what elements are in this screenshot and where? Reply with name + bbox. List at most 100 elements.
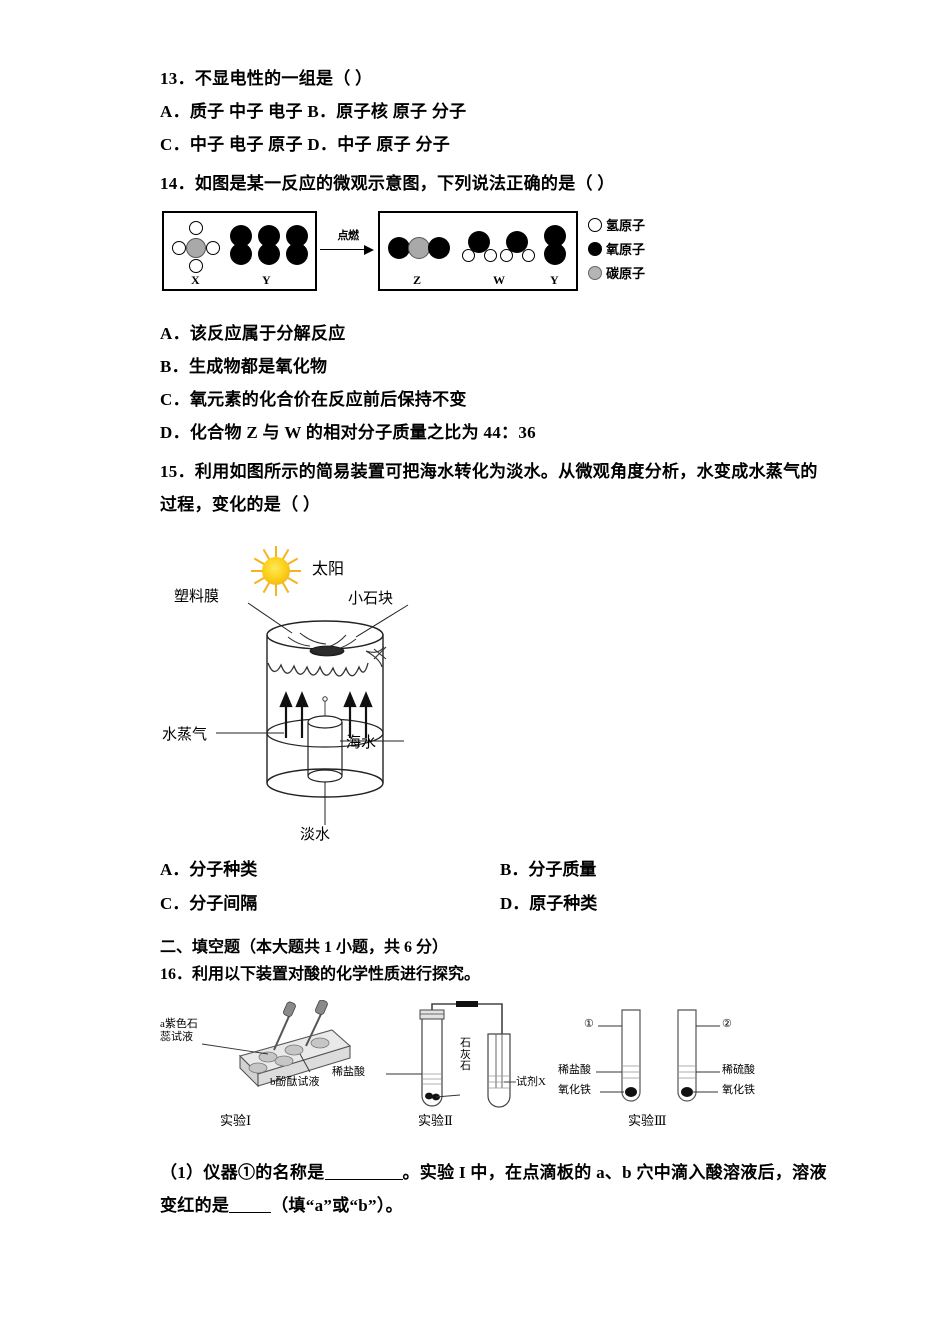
experiment-3-label-left-acid: 稀盐酸 — [558, 1064, 591, 1077]
experiment-1-caption: 实验Ⅰ — [220, 1113, 252, 1129]
oxygen-atom — [468, 230, 490, 253]
reaction-condition-label: 点燃 — [337, 229, 360, 242]
answer-blank-instrument-name[interactable] — [324, 1179, 403, 1181]
hydrogen-atom — [484, 248, 497, 262]
molecule-label-x: X — [191, 272, 200, 287]
sun-core — [262, 557, 290, 586]
question-14-option-d: D．化合物 Z 与 W 的相对分子质量之比为 44：36 — [160, 422, 536, 442]
question-15-option-c: C．分子间隔 — [160, 893, 258, 913]
experiment-1-label-b: b酚酞试液 — [270, 1076, 320, 1089]
label-sun: 太阳 — [312, 561, 345, 579]
experiment-3-label-left-solid: 氧化铁 — [558, 1084, 591, 1097]
question-15-stem-line-1: 15．利用如图所示的简易装置可把海水转化为淡水。从微观角度分析，水变成水蒸气的 — [160, 462, 818, 482]
hydrogen-atom-icon — [588, 217, 602, 232]
experiment-2-drawing — [386, 1001, 516, 1108]
products-box: Z W Y — [378, 210, 578, 291]
reaction-arrow: 点燃 — [320, 227, 376, 255]
molecule-label-y-left: Y — [262, 272, 271, 287]
oxygen-atom — [506, 230, 528, 253]
question-16-stem: 16．利用以下装置对酸的化学性质进行探究。 — [160, 965, 481, 983]
molecule-label-y-right: Y — [550, 272, 559, 287]
experiment-3-label-right-acid: 稀硫酸 — [722, 1064, 755, 1077]
legend-label-oxygen: 氧原子 — [606, 242, 646, 258]
reactants-box: X Y — [162, 210, 317, 291]
hydrogen-atom — [189, 220, 203, 235]
carbon-atom — [408, 236, 430, 259]
question-15-option-d: D．原子种类 — [500, 893, 598, 913]
arrow-glyph-icon — [320, 244, 376, 255]
oxygen-atom — [286, 242, 308, 265]
section-2-heading: 二、填空题（本大题共 1 小题，共 6 分） — [160, 938, 449, 956]
experiment-2-label-acid: 稀盐酸 — [332, 1066, 365, 1079]
sub-1-text-b: 。实验 I 中，在点滴板的 a、b 穴中滴入酸溶液后，溶液 — [402, 1163, 827, 1183]
legend-label-carbon: 碳原子 — [606, 266, 646, 282]
sub-1-text-c: 变红的是 — [160, 1196, 230, 1216]
question-14-figure: X Y 点燃 Z — [160, 209, 820, 299]
label-fresh-water: 淡水 — [300, 827, 331, 844]
oxygen-atom — [544, 224, 566, 247]
experiment-2-label-limestone: 石 灰 石 — [460, 1037, 471, 1073]
question-16-sub-1-line-1: （1）仪器①的名称是 。实验 I 中，在点滴板的 a、b 穴中滴入酸溶液后，溶液 — [160, 1156, 826, 1189]
label-a-line1: a紫色石 — [160, 1018, 198, 1031]
question-16-figure: a紫色石 蕊试液 b酚酞试液 实验Ⅰ — [160, 998, 820, 1138]
label-small-stone: 小石块 — [348, 591, 394, 608]
question-14-stem: 14．如图是某一反应的微观示意图，下列说法正确的是（ ） — [160, 174, 615, 194]
question-15-option-a: A．分子种类 — [160, 860, 258, 880]
oxygen-atom — [286, 224, 308, 247]
molecule-label-z: Z — [413, 272, 422, 287]
question-14-option-b: B．生成物都是氧化物 — [160, 356, 328, 376]
oxygen-atom — [258, 242, 280, 265]
question-15-stem-line-2: 过程，变化的是（ ） — [160, 495, 321, 515]
hydrogen-atom — [462, 248, 475, 262]
carbon-atom — [186, 237, 206, 258]
molecule-label-w: W — [493, 272, 505, 287]
question-15-option-b: B．分子质量 — [500, 860, 597, 880]
legend-label-hydrogen: 氢原子 — [606, 218, 646, 234]
oxygen-atom — [428, 236, 450, 259]
question-13-options-row-2: C．中子 电子 原子 D．中子 原子 分子 — [160, 135, 451, 155]
label-a-line2: 蕊试液 — [160, 1030, 193, 1043]
hydrogen-atom — [172, 240, 186, 255]
carbon-atom-icon — [588, 265, 602, 280]
question-14-option-c: C．氧元素的化合价在反应前后保持不变 — [160, 389, 467, 409]
oxygen-atom — [258, 224, 280, 247]
experiment-3-label-right-solid: 氧化铁 — [722, 1084, 755, 1097]
experiment-2-caption: 实验Ⅱ — [418, 1113, 453, 1129]
limestone-char-2: 灰 — [460, 1048, 471, 1061]
hydrogen-atom — [522, 248, 535, 262]
question-15-figure: 太阳 — [160, 537, 820, 847]
experiment-1-label-a: a紫色石 蕊试液 — [160, 1018, 198, 1043]
question-13-stem: 13．不显电性的一组是（ ） — [160, 69, 373, 88]
oxygen-atom — [230, 224, 252, 247]
desalination-apparatus-drawing — [216, 602, 409, 826]
label-water-vapor: 水蒸气 — [162, 727, 208, 744]
label-seawater: 海水 — [346, 735, 377, 752]
sub-1-text-a: （1）仪器①的名称是 — [160, 1163, 325, 1183]
oxygen-atom — [544, 242, 566, 265]
legend-item-carbon: 碳原子 — [588, 261, 645, 285]
legend-item-oxygen: 氧原子 — [588, 237, 645, 261]
experiment-3-marker-2: ② — [722, 1018, 732, 1031]
oxygen-atom-icon — [588, 241, 602, 256]
answer-blank-red-solution[interactable] — [229, 1212, 272, 1214]
hydrogen-atom — [189, 258, 203, 273]
sub-1-text-d: （填“a”或“b”）。 — [271, 1196, 403, 1216]
sun-icon — [248, 543, 304, 599]
question-16-sub-1-line-2: 变红的是 （填“a”或“b”）。 — [160, 1189, 820, 1222]
question-13-options-row-1: A．质子 中子 电子 B．原子核 原子 分子 — [160, 102, 467, 122]
experiment-2-label-reagent-x: 试剂X — [516, 1076, 546, 1089]
experiment-3-caption: 实验Ⅲ — [628, 1113, 667, 1129]
legend-item-hydrogen: 氢原子 — [588, 213, 645, 237]
hydrogen-atom — [500, 248, 513, 262]
experiment-3-marker-1: ① — [584, 1018, 594, 1031]
limestone-char-3: 石 — [460, 1060, 471, 1073]
experiment-1-drawing — [201, 1000, 352, 1088]
experiment-3-drawing — [596, 1009, 720, 1102]
atom-legend: 氢原子 氧原子 碳原子 — [588, 213, 645, 285]
oxygen-atom — [388, 236, 410, 259]
question-14-option-a: A．该反应属于分解反应 — [160, 323, 346, 343]
question-15-options-row-1: A．分子种类 B．分子质量 — [160, 853, 820, 886]
oxygen-atom — [230, 242, 252, 265]
page-content: 13．不显电性的一组是（ ） A．质子 中子 电子 B．原子核 原子 分子 C．… — [160, 62, 826, 1222]
